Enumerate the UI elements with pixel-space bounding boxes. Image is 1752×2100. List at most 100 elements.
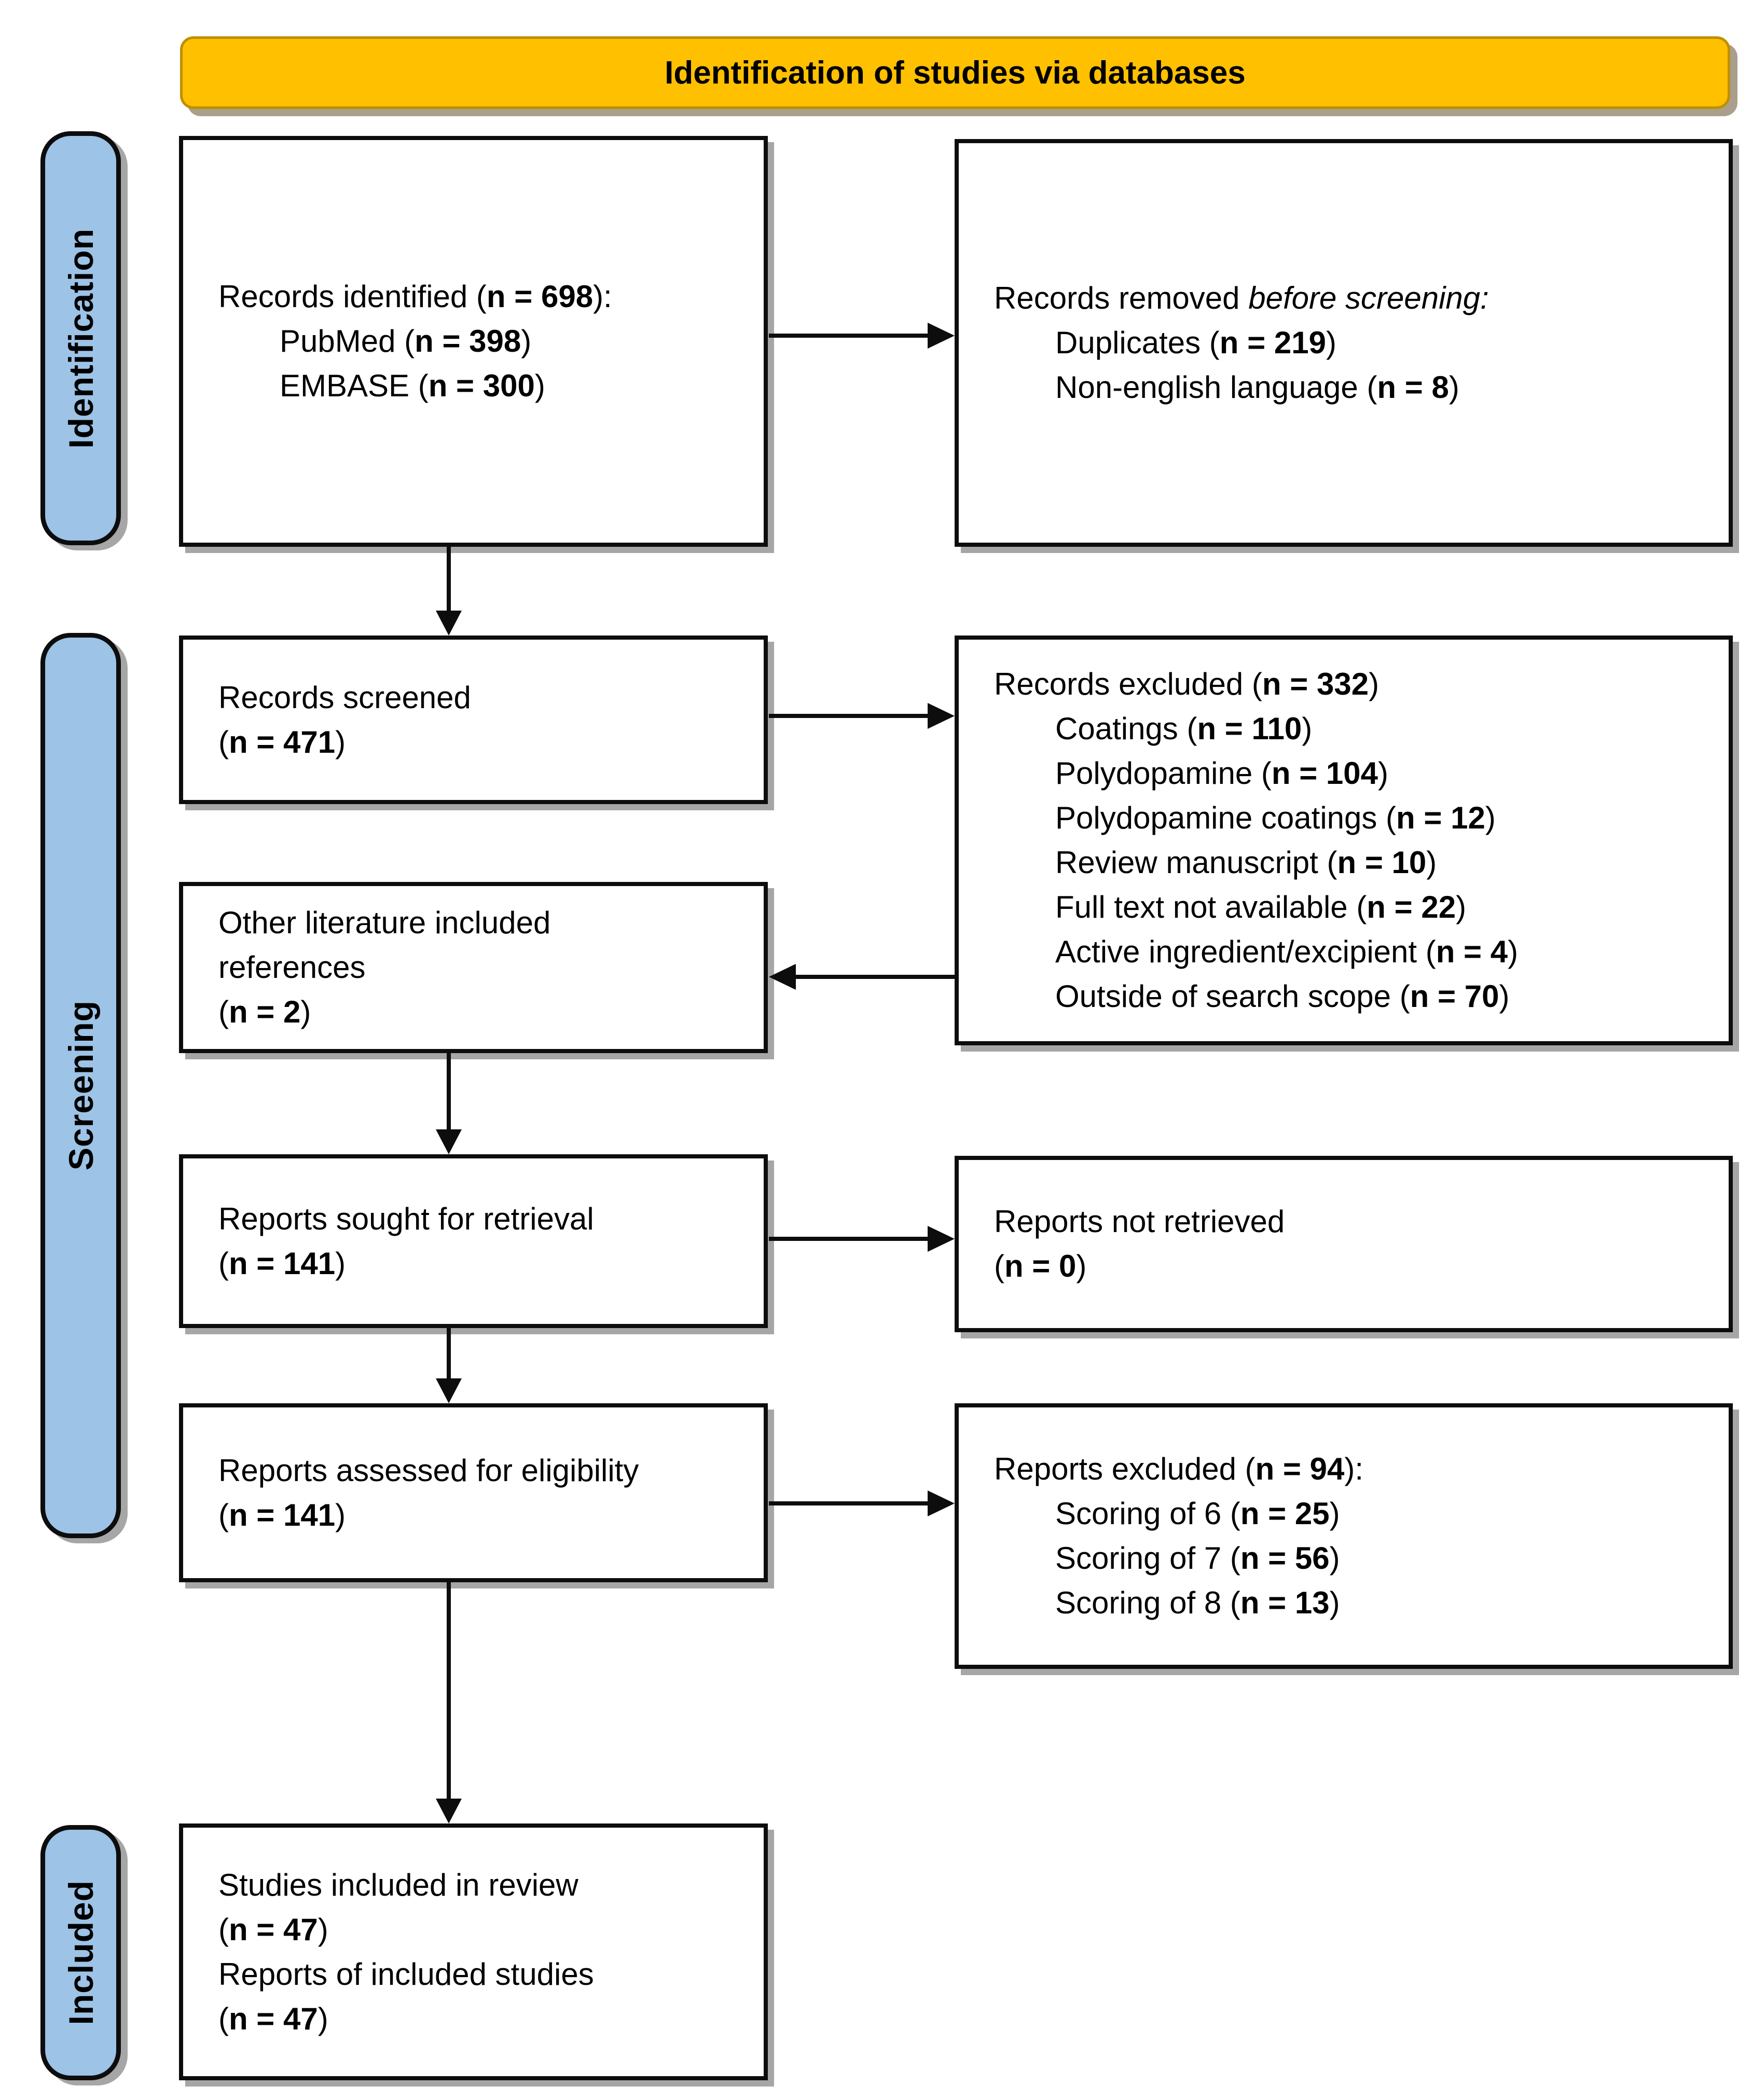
- arrow-head-left-icon: [769, 964, 796, 990]
- arrow-right-identified-to-removed: [769, 320, 955, 351]
- text-segment: (: [218, 1497, 229, 1532]
- box-line: (n = 47): [218, 1908, 748, 1952]
- text-segment: n = 471: [228, 724, 336, 759]
- text-segment: ):: [1344, 1452, 1364, 1486]
- arrow-left-excluded-to-other-literature: [769, 961, 955, 992]
- text-segment: n = 22: [1367, 890, 1456, 924]
- box-line: Scoring of 7 (n = 56): [994, 1536, 1713, 1581]
- text-segment: ): [335, 724, 346, 759]
- arrow-right-assessed-to-reports-excluded: [769, 1488, 955, 1519]
- box-records-excluded: Records excluded (n = 332)Coatings (n = …: [955, 635, 1733, 1045]
- text-segment: Reports sought for retrieval: [218, 1201, 594, 1236]
- arrow-down-assessed-to-studies-included: [433, 1582, 464, 1823]
- box-line: Polydopamine coatings (n = 12): [994, 796, 1713, 840]
- text-segment: n = 47: [228, 1912, 318, 1947]
- box-line: Scoring of 6 (n = 25): [994, 1491, 1713, 1536]
- box-line: Active ingredient/excipient (n = 4): [994, 930, 1713, 974]
- stage-label-screening-text: Screening: [61, 1000, 100, 1171]
- box-reports-not-retrieved: Reports not retrieved(n = 0): [955, 1156, 1733, 1332]
- arrow-shaft: [447, 1582, 451, 1803]
- box-line: EMBASE (n = 300): [218, 364, 748, 408]
- box-line: references: [218, 945, 748, 990]
- text-segment: n = 300: [428, 368, 535, 403]
- stage-label-included: Included: [40, 1825, 121, 2080]
- stage-label-identification: Identification: [40, 131, 121, 545]
- text-segment: ): [1508, 934, 1519, 969]
- text-segment: n = 141: [228, 1497, 336, 1532]
- arrow-head-right-icon: [928, 703, 955, 729]
- box-line: Studies included in review: [218, 1863, 748, 1908]
- text-segment: n = 698: [486, 279, 594, 314]
- text-segment: ): [534, 368, 545, 403]
- text-segment: (: [218, 2001, 229, 2036]
- arrow-down-other-to-reports-sought: [433, 1053, 464, 1154]
- box-line: Records screened: [218, 675, 748, 720]
- box-line: Polydopamine (n = 104): [994, 751, 1713, 796]
- text-segment: n = 141: [228, 1246, 336, 1281]
- arrow-shaft: [447, 1328, 451, 1383]
- text-segment: ): [1456, 890, 1467, 924]
- text-segment: Records excluded (: [994, 667, 1262, 701]
- box-line: (n = 141): [218, 1241, 748, 1286]
- text-segment: ): [1369, 667, 1379, 701]
- text-segment: Reports excluded (: [994, 1452, 1256, 1486]
- text-segment: references: [218, 950, 366, 985]
- text-segment: ): [1329, 1496, 1340, 1531]
- arrow-head-right-icon: [928, 1226, 955, 1252]
- box-line: Outside of search scope (n = 70): [994, 974, 1713, 1019]
- box-line: Other literature included: [218, 901, 748, 945]
- arrow-head-down-icon: [436, 1378, 462, 1403]
- box-line: Full text not available (n = 22): [994, 885, 1713, 930]
- banner-title: Identification of studies via databases: [665, 54, 1246, 91]
- box-reports-assessed-for-eligibility: Reports assessed for eligibility (n = 141…: [179, 1403, 768, 1582]
- text-segment: ): [521, 324, 532, 358]
- text-segment: n = 219: [1219, 325, 1326, 360]
- text-segment: n = 104: [1271, 756, 1378, 791]
- arrow-head-down-icon: [436, 1129, 462, 1154]
- text-segment: n = 398: [415, 324, 521, 358]
- stage-label-screening: Screening: [40, 633, 121, 1538]
- text-segment: ): [335, 1497, 346, 1532]
- text-segment: n = 25: [1240, 1496, 1330, 1531]
- text-segment: Review manuscript (: [1055, 845, 1337, 880]
- box-line: Reports not retrieved: [994, 1199, 1713, 1244]
- box-line: (n = 2): [218, 990, 748, 1034]
- text-segment: ): [335, 1246, 346, 1281]
- arrow-head-right-icon: [928, 323, 955, 349]
- box-line: Reports of included studies: [218, 1952, 748, 1997]
- text-segment: ): [1448, 370, 1459, 405]
- text-segment: n = 70: [1410, 979, 1499, 1014]
- text-segment: n = 13: [1240, 1585, 1330, 1620]
- arrow-shaft: [447, 1053, 451, 1134]
- text-segment: ): [318, 2001, 328, 2036]
- text-segment: ): [1326, 325, 1336, 360]
- box-line: (n = 0): [994, 1244, 1713, 1289]
- box-line: Reports sought for retrieval: [218, 1197, 748, 1241]
- text-segment: ): [1076, 1249, 1087, 1283]
- text-segment: Outside of search scope (: [1055, 979, 1410, 1014]
- box-line: Records removed before screening:: [994, 276, 1713, 321]
- box-records-screened: Records screened(n = 471): [179, 635, 768, 804]
- arrow-right-sought-to-not-retrieved: [769, 1223, 955, 1254]
- box-line: Duplicates (n = 219): [994, 321, 1713, 365]
- text-segment: Reports assessed for eligibility: [218, 1453, 639, 1488]
- arrow-head-down-icon: [436, 611, 462, 635]
- text-segment: ): [1378, 756, 1389, 791]
- text-segment: Scoring of 7 (: [1055, 1541, 1240, 1576]
- text-segment: n = 94: [1255, 1452, 1345, 1486]
- text-segment: ): [1302, 711, 1313, 746]
- text-segment: n = 56: [1240, 1541, 1330, 1576]
- text-segment: Polydopamine coatings (: [1055, 800, 1397, 835]
- box-line: Records identified (n = 698):: [218, 274, 748, 319]
- text-segment: PubMed (: [280, 324, 415, 358]
- text-segment: Polydopamine (: [1055, 756, 1272, 791]
- box-records-removed-before-screening: Records removed before screening:Duplica…: [955, 139, 1733, 547]
- arrow-shaft: [769, 334, 932, 338]
- arrow-shaft: [769, 1501, 932, 1505]
- text-segment: n = 2: [228, 994, 301, 1029]
- text-segment: Reports of included studies: [218, 1956, 594, 1992]
- text-segment: Duplicates (: [1055, 325, 1220, 360]
- box-reports-excluded: Reports excluded (n = 94): Scoring of 6 (…: [955, 1403, 1733, 1669]
- text-segment: Non-english language (: [1055, 370, 1377, 405]
- box-studies-included-in-review: Studies included in review(n = 47)Report…: [179, 1823, 768, 2080]
